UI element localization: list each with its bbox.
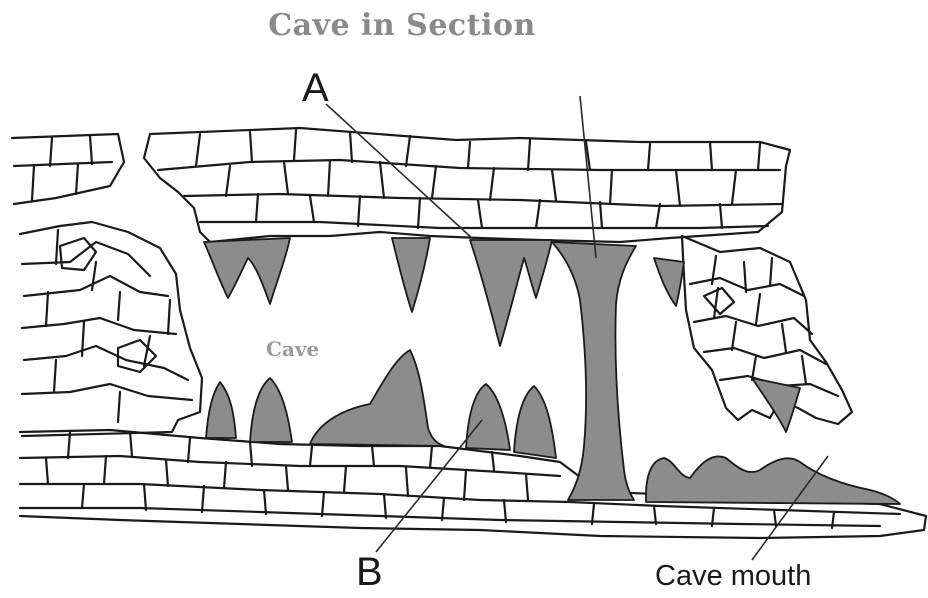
- stalagmite: [514, 386, 556, 458]
- label-cave: Cave: [266, 337, 319, 361]
- stalactite: [654, 258, 684, 306]
- stalagmite: [310, 350, 444, 446]
- label-a: A: [302, 66, 329, 111]
- label-cave-mouth: Cave mouth: [655, 560, 811, 593]
- label-b: B: [356, 550, 383, 595]
- left-rock-fragment: [12, 134, 124, 204]
- stalagmite: [206, 382, 236, 438]
- stalactite: [752, 378, 800, 432]
- ceiling-rock: [144, 128, 790, 242]
- stalactite: [392, 238, 430, 312]
- flowstone: [646, 456, 900, 504]
- stalactite: [204, 238, 290, 304]
- stalagmite: [466, 384, 510, 450]
- column: [552, 242, 636, 500]
- stalactite: [470, 240, 552, 346]
- leader-line-column: [580, 96, 596, 258]
- stalagmite: [250, 378, 292, 442]
- left-rock-wall: [20, 222, 202, 436]
- leader-line-a: [326, 104, 474, 240]
